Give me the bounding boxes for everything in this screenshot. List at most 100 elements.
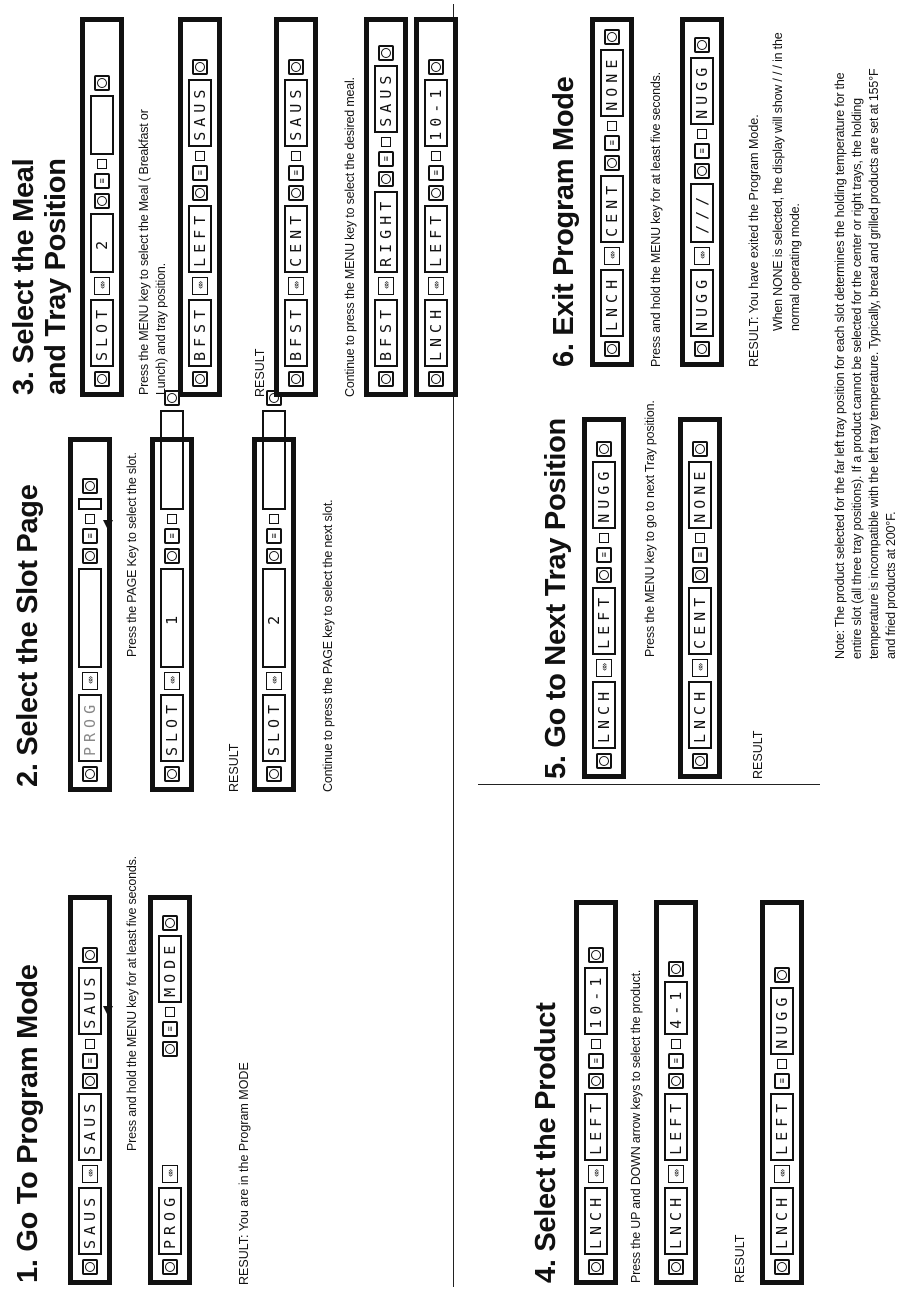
display-field-2: RIGHT <box>374 190 398 273</box>
dial-icon <box>162 914 178 931</box>
dial-icon <box>692 566 708 583</box>
step-1-display-1: SAUS «» SAUS ≡ SAUS <box>68 895 112 1285</box>
footnote-line-4: and fried products at 200°F. <box>884 511 898 659</box>
tray-icon: ≡ <box>192 164 208 181</box>
display-field-1: LNCH <box>664 1186 688 1255</box>
dial-icon <box>82 1259 98 1275</box>
display-field-3: SAUS <box>188 78 212 147</box>
display-field-1: PROG <box>158 1186 182 1255</box>
heading-line-1: 3. Select the Meal <box>8 158 40 395</box>
up-down-arrows-icon: «» <box>162 1164 178 1183</box>
dial-icon <box>694 162 710 179</box>
indicator-box <box>85 513 95 524</box>
step-2-continue: Continue to press the PAGE key to select… <box>321 499 335 792</box>
step-3-display-4: BFST «» RIGHT ≡ SAUS <box>364 17 408 397</box>
step-6-display-1: LNCH «» CENT ≡ NONE <box>590 17 634 367</box>
dial-icon <box>378 371 394 387</box>
up-down-arrows-icon: «» <box>774 1164 790 1183</box>
dial-icon <box>162 1259 178 1275</box>
display-field-2: LEFT <box>770 1092 794 1161</box>
footnote-line-1: Note: The product selected for the far l… <box>833 72 847 659</box>
step-5-display-2: LNCH «» CENT ≡ NONE <box>678 417 722 779</box>
indicator-box <box>269 513 279 524</box>
display-field-3: NUGG <box>770 986 794 1055</box>
dial-icon <box>694 36 710 53</box>
display-field-2: LEFT <box>424 204 448 273</box>
display-field-2 <box>78 567 102 668</box>
display-field-3: MODE <box>158 934 182 1003</box>
dial-icon <box>588 1072 604 1089</box>
indicator-box <box>85 1038 95 1049</box>
step-5-heading: 5. Go to Next Tray Position <box>540 418 572 779</box>
indicator-box <box>381 136 391 147</box>
dial-icon <box>604 341 620 357</box>
dial-icon <box>82 477 98 494</box>
step-3-instruction: Press the MENU key to select the Meal ( … <box>136 109 170 395</box>
indicator-box <box>97 158 107 169</box>
dial-icon <box>774 966 790 983</box>
display-field-2: CENT <box>284 204 308 273</box>
step-5-instruction: Press the MENU key to go to next Tray po… <box>643 400 657 657</box>
display-field-2: 1 <box>160 567 184 668</box>
tray-icon: ≡ <box>94 172 110 189</box>
step-3-display-2: BFST «» LEFT ≡ SAUS <box>178 17 222 397</box>
tray-icon: ≡ <box>596 546 612 563</box>
up-down-arrows-icon: «» <box>604 246 620 265</box>
tray-icon: ≡ <box>164 527 180 544</box>
up-down-arrows-icon: «» <box>596 658 612 677</box>
display-field-3 <box>78 497 102 510</box>
up-down-arrows-icon: «» <box>588 1164 604 1183</box>
step-3-display-5: LNCH «» LEFT ≡ 10-1 <box>414 17 458 397</box>
display-field-3: SAUS <box>374 64 398 133</box>
display-field-1: BFST <box>188 298 212 367</box>
up-down-arrows-icon: «» <box>94 276 110 295</box>
step-2-display-3: SLOT «» 2 ≡ <box>252 389 296 792</box>
display-field-3: 10-1 <box>584 966 608 1035</box>
tray-icon: ≡ <box>604 134 620 151</box>
display-field-3: NUGG <box>592 460 616 529</box>
display-field-1: PROG <box>78 693 102 762</box>
dial-icon <box>288 58 304 75</box>
indicator-box <box>599 532 609 543</box>
indicator-box <box>695 532 705 543</box>
display-field-3: NUGG <box>690 56 714 125</box>
step-5-display-1: LNCH «» LEFT ≡ NUGG <box>582 417 626 779</box>
dial-icon <box>82 946 98 963</box>
step-1-instruction: Press and hold the MENU key for at least… <box>125 856 139 1151</box>
up-down-arrows-icon: «» <box>694 246 710 265</box>
display-field-1: SLOT <box>90 298 114 367</box>
dial-icon <box>164 766 180 782</box>
pointer-arrow <box>108 527 109 529</box>
display-field-2 <box>158 1061 182 1161</box>
step-3-display-1: SLOT «» 2 ≡ <box>80 17 124 397</box>
dial-icon <box>266 766 282 782</box>
tray-icon: ≡ <box>266 527 282 544</box>
up-down-arrows-icon: «» <box>82 671 98 690</box>
vertical-divider <box>478 784 820 785</box>
footnote: Note: The product selected for the far l… <box>832 69 900 659</box>
step-2-result-label: RESULT <box>227 743 241 792</box>
indicator-box <box>165 1006 175 1017</box>
dial-icon <box>288 184 304 201</box>
tray-icon: ≡ <box>82 1052 98 1069</box>
step-6-display-2: NUGG «» /// ≡ NUGG <box>680 17 724 367</box>
step-4-heading: 4. Select the Product <box>530 1002 562 1283</box>
display-field-2: LEFT <box>584 1092 608 1161</box>
dial-icon <box>192 371 208 387</box>
up-down-arrows-icon: «» <box>428 276 444 295</box>
dial-icon <box>428 184 444 201</box>
dial-icon <box>694 341 710 357</box>
dial-icon <box>428 371 444 387</box>
display-field-1: LNCH <box>424 298 448 367</box>
step-6-instruction: Press and hold the MENU key for at least… <box>649 72 663 367</box>
display-field-3 <box>160 409 184 510</box>
step-2-display-2: SLOT «» 1 ≡ <box>150 389 194 792</box>
up-down-arrows-icon: «» <box>692 658 708 677</box>
step-2-instruction: Press the PAGE Key to select the slot. <box>125 452 139 657</box>
indicator-box <box>671 1038 681 1049</box>
up-down-arrows-icon: «» <box>266 671 282 690</box>
indicator-box <box>195 150 205 161</box>
dial-icon <box>82 766 98 782</box>
display-field-1: LNCH <box>592 680 616 749</box>
up-down-arrows-icon: «» <box>192 276 208 295</box>
